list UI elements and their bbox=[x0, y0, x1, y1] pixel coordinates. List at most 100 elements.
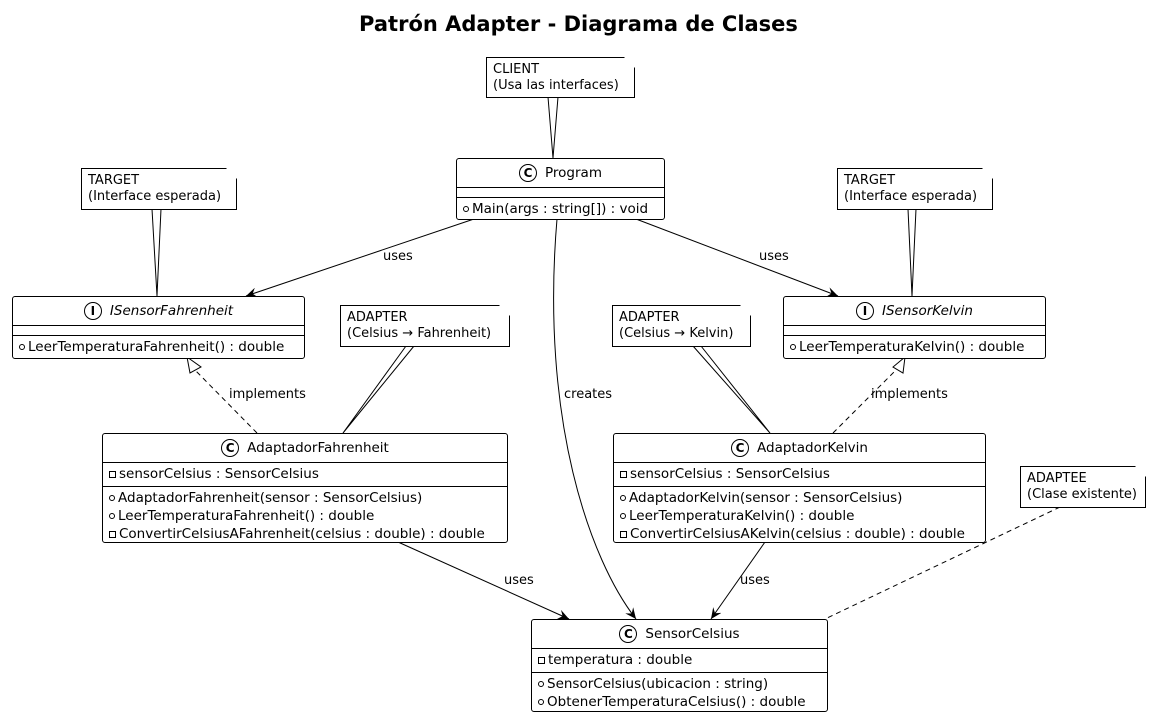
field-item: temperatura : double bbox=[532, 651, 827, 669]
class-program: C Program Main(args : string[]) : void bbox=[456, 158, 665, 220]
method-item: AdaptadorFahrenheit(sensor : SensorCelsi… bbox=[103, 489, 507, 507]
class-program-name: Program bbox=[545, 165, 602, 181]
note-adaptee: ADAPTEE (Clase existente) bbox=[1020, 466, 1146, 508]
class-sensor-celsius-fields: temperatura : double bbox=[532, 649, 827, 673]
class-program-fields bbox=[457, 188, 664, 198]
class-adaptador-kelvin: C AdaptadorKelvin sensorCelsius : Sensor… bbox=[613, 433, 986, 543]
realization-head-kelvin bbox=[892, 355, 906, 374]
edge-label-implements-fahrenheit: implements bbox=[229, 387, 306, 402]
edge-implements-fahrenheit bbox=[193, 368, 258, 434]
method-item: AdaptadorKelvin(sensor : SensorCelsius) bbox=[614, 489, 985, 507]
private-visibility-icon bbox=[620, 470, 627, 478]
edge-label-uses-adapter-fahrenheit: uses bbox=[504, 573, 534, 588]
note-anchor-adapter-fahrenheit bbox=[342, 345, 415, 434]
note-adaptee-line2: (Clase existente) bbox=[1027, 487, 1137, 502]
edge-implements-kelvin bbox=[832, 368, 898, 434]
interface-i-icon: I bbox=[83, 302, 102, 320]
note-target-right-line1: TARGET bbox=[844, 173, 896, 188]
public-visibility-icon bbox=[620, 513, 626, 519]
class-program-header: C Program bbox=[457, 159, 664, 188]
note-anchor-client bbox=[547, 96, 559, 159]
class-adaptador-kelvin-header: C AdaptadorKelvin bbox=[614, 434, 985, 463]
note-client-line2: (Usa las interfaces) bbox=[493, 78, 619, 93]
interface-isensor-kelvin-methods: LeerTemperaturaKelvin() : double bbox=[784, 336, 1045, 359]
note-target-right-line2: (Interface esperada) bbox=[844, 189, 978, 204]
edge-label-uses-kelvin: uses bbox=[759, 249, 789, 264]
note-adapter-kelvin-line1: ADAPTER bbox=[619, 310, 680, 325]
public-visibility-icon bbox=[19, 344, 25, 350]
interface-isensor-fahrenheit-methods: LeerTemperaturaFahrenheit() : double bbox=[13, 336, 304, 359]
method-item: ObtenerTemperaturaCelsius() : double bbox=[532, 693, 827, 711]
class-program-methods: Main(args : string[]) : void bbox=[457, 198, 664, 221]
note-anchor-adapter-kelvin bbox=[692, 345, 771, 434]
interface-isensor-fahrenheit-fields bbox=[13, 326, 304, 336]
note-target-right: TARGET (Interface esperada) bbox=[837, 168, 993, 210]
class-c-icon: C bbox=[731, 439, 750, 457]
private-visibility-icon bbox=[109, 530, 116, 538]
public-visibility-icon bbox=[620, 495, 626, 501]
note-target-left-line1: TARGET bbox=[88, 173, 140, 188]
class-adaptador-fahrenheit: C AdaptadorFahrenheit sensorCelsius : Se… bbox=[102, 433, 508, 543]
field-item: sensorCelsius : SensorCelsius bbox=[103, 465, 507, 483]
class-c-icon: C bbox=[221, 439, 240, 457]
edge-uses-fahrenheit bbox=[245, 218, 475, 298]
note-adaptee-line1: ADAPTEE bbox=[1027, 471, 1087, 486]
note-adapter-kelvin: ADAPTER (Celsius → Kelvin) bbox=[612, 305, 751, 347]
method-item: SensorCelsius(ubicacion : string) bbox=[532, 675, 827, 693]
public-visibility-icon bbox=[463, 206, 469, 212]
class-adaptador-kelvin-methods: AdaptadorKelvin(sensor : SensorCelsius) … bbox=[614, 487, 985, 546]
class-sensor-celsius: C SensorCelsius temperatura : double Sen… bbox=[531, 619, 828, 712]
edge-label-implements-kelvin: implements bbox=[871, 387, 948, 402]
note-anchor-target-right bbox=[907, 208, 917, 297]
edge-label-uses-adapter-kelvin: uses bbox=[740, 573, 770, 588]
edge-uses-adapter-kelvin bbox=[710, 541, 766, 620]
private-visibility-icon bbox=[620, 530, 627, 538]
class-c-icon: C bbox=[519, 164, 538, 182]
public-visibility-icon bbox=[538, 699, 544, 705]
interface-isensor-kelvin-name: ISensorKelvin bbox=[882, 303, 973, 319]
public-visibility-icon bbox=[109, 513, 115, 519]
private-visibility-icon bbox=[538, 656, 545, 664]
class-sensor-celsius-name: SensorCelsius bbox=[645, 626, 740, 642]
class-adaptador-kelvin-fields: sensorCelsius : SensorCelsius bbox=[614, 463, 985, 487]
public-visibility-icon bbox=[109, 495, 115, 501]
note-client: CLIENT (Usa las interfaces) bbox=[486, 57, 635, 98]
realization-head-fahrenheit bbox=[186, 355, 202, 374]
note-adapter-fahrenheit: ADAPTER (Celsius → Fahrenheit) bbox=[340, 305, 510, 347]
class-adaptador-fahrenheit-name: AdaptadorFahrenheit bbox=[247, 440, 389, 456]
note-adapter-kelvin-line2: (Celsius → Kelvin) bbox=[619, 326, 734, 341]
method-item: LeerTemperaturaFahrenheit() : double bbox=[13, 338, 304, 356]
interface-isensor-fahrenheit: I ISensorFahrenheit LeerTemperaturaFahre… bbox=[12, 296, 305, 359]
diagram-title: Patrón Adapter - Diagrama de Clases bbox=[359, 12, 798, 36]
method-item: LeerTemperaturaKelvin() : double bbox=[784, 338, 1045, 356]
method-item: ConvertirCelsiusAKelvin(celsius : double… bbox=[614, 525, 985, 543]
interface-isensor-fahrenheit-name: ISensorFahrenheit bbox=[109, 303, 234, 319]
note-anchor-adaptee bbox=[824, 506, 1061, 620]
note-target-left: TARGET (Interface esperada) bbox=[81, 168, 237, 210]
note-adapter-fahrenheit-line2: (Celsius → Fahrenheit) bbox=[347, 326, 492, 341]
edge-uses-adapter-fahrenheit bbox=[397, 541, 570, 620]
public-visibility-icon bbox=[538, 681, 544, 687]
note-anchor-target-left bbox=[151, 208, 162, 297]
class-adaptador-kelvin-name: AdaptadorKelvin bbox=[757, 440, 868, 456]
edge-label-creates: creates bbox=[564, 387, 613, 402]
interface-isensor-kelvin: I ISensorKelvin LeerTemperaturaKelvin() … bbox=[783, 296, 1046, 359]
method-item: Main(args : string[]) : void bbox=[457, 200, 664, 218]
interface-isensor-kelvin-fields bbox=[784, 326, 1045, 336]
method-item: LeerTemperaturaFahrenheit() : double bbox=[103, 507, 507, 525]
public-visibility-icon bbox=[790, 344, 796, 350]
interface-isensor-kelvin-header: I ISensorKelvin bbox=[784, 297, 1045, 326]
edge-uses-kelvin bbox=[635, 218, 839, 297]
edge-label-uses-fahrenheit: uses bbox=[383, 249, 413, 264]
class-sensor-celsius-header: C SensorCelsius bbox=[532, 620, 827, 649]
method-item: ConvertirCelsiusAFahrenheit(celsius : do… bbox=[103, 525, 507, 543]
interface-i-icon: I bbox=[856, 302, 874, 320]
note-target-left-line2: (Interface esperada) bbox=[88, 189, 222, 204]
class-c-icon: C bbox=[619, 625, 638, 643]
method-item: LeerTemperaturaKelvin() : double bbox=[614, 507, 985, 525]
note-client-line1: CLIENT bbox=[493, 62, 540, 77]
private-visibility-icon bbox=[109, 470, 116, 478]
class-adaptador-fahrenheit-fields: sensorCelsius : SensorCelsius bbox=[103, 463, 507, 487]
field-item: sensorCelsius : SensorCelsius bbox=[614, 465, 985, 483]
